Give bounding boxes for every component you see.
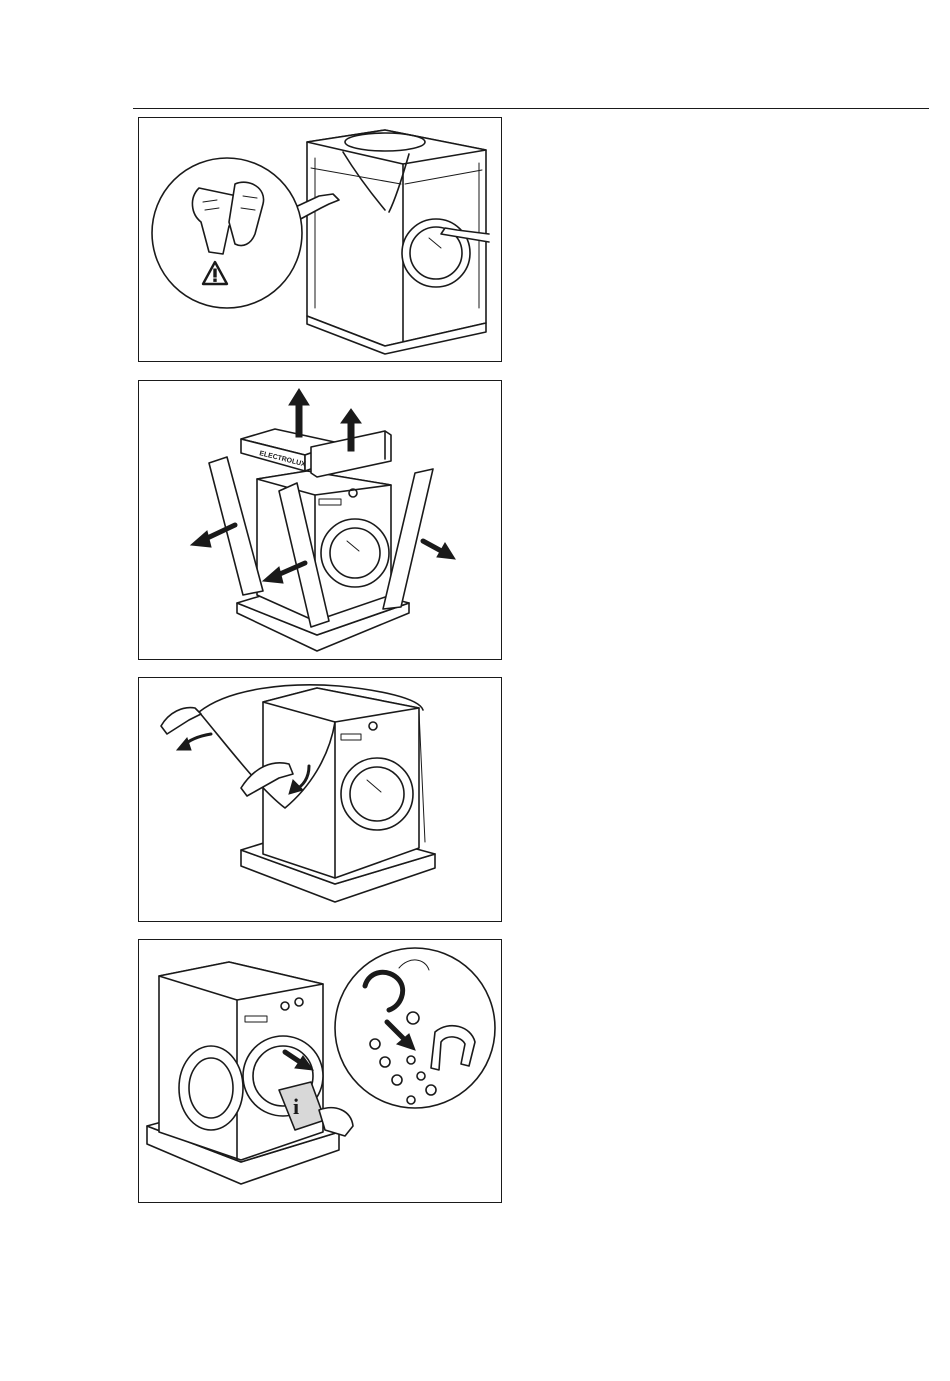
hand-upper <box>161 708 201 734</box>
figure-4-illustration: i <box>139 940 501 1202</box>
curved-arrow-icon <box>177 734 211 750</box>
figure-remove-plastic-bag <box>138 677 502 922</box>
header-rule <box>133 108 929 109</box>
figure-remove-accessories: i <box>138 939 502 1203</box>
gloves-warning-callout <box>152 158 302 308</box>
top-packaging: ELECTROLUX <box>241 429 391 477</box>
figure-2-illustration: ELECTROLUX <box>139 381 501 659</box>
figure-3-illustration <box>139 678 501 921</box>
arrow-out-icon <box>423 541 455 559</box>
figure-remove-film-gloves <box>138 117 502 362</box>
figure-remove-packaging: ELECTROLUX <box>138 380 502 660</box>
info-glyph: i <box>293 1094 299 1119</box>
washing-machine-packaged <box>307 130 486 354</box>
arrow-up-icon <box>289 389 309 437</box>
figure-1-illustration <box>139 118 501 361</box>
accessories-callout <box>335 948 495 1108</box>
washing-machine <box>263 688 419 878</box>
